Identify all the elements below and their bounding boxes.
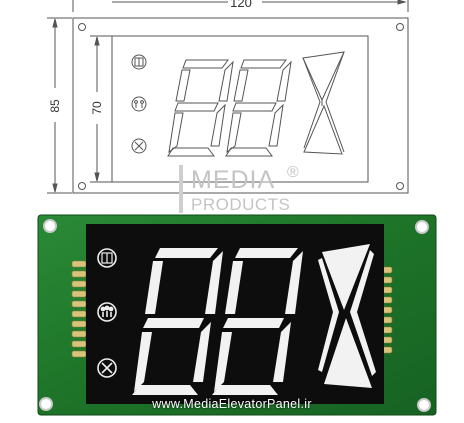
technical-drawing: 120 85 70 (47, 0, 409, 194)
dim-left-outer-label: 85 (48, 99, 62, 113)
website-url[interactable]: www.MediaElevatorPanel.ir (152, 397, 312, 411)
mounting-holes (78, 23, 404, 190)
watermark-registered: ® (287, 164, 299, 181)
dim-left-inner-label: 70 (90, 101, 104, 115)
drawing-digit-2 (225, 59, 292, 157)
elevator-icon (97, 248, 117, 268)
drawing-svg: 120 85 70 (47, 0, 409, 194)
left-dimension-outer (47, 17, 72, 194)
top-dimension (72, 0, 409, 12)
people-icon (97, 302, 117, 322)
display-digit-1 (132, 248, 223, 395)
watermark-divider (179, 165, 183, 213)
people-icon (131, 96, 147, 112)
watermark-brand-line2: PRODUCTS (191, 195, 291, 214)
pin-header-left (71, 260, 87, 358)
left-dimension-inner (90, 35, 112, 183)
display-digit-2 (212, 248, 303, 395)
pcb-mounting-holes (39, 219, 431, 412)
drawing-icons (131, 54, 147, 154)
display-arrow-symbol (318, 244, 376, 388)
board-photo: www.MediaElevatorPanel.ir (0, 212, 464, 423)
watermark-brand-line1: MEDIA (191, 166, 276, 194)
board-photo-svg (37, 214, 437, 416)
elevator-icon (131, 54, 147, 70)
drawing-arrow-symbol (302, 51, 345, 155)
drawing-digit-1 (167, 59, 234, 157)
board-outline (72, 17, 409, 194)
display-icons (97, 248, 117, 378)
watermark: MEDIA ® PRODUCTS (175, 163, 325, 218)
tools-icon (97, 358, 117, 378)
tools-icon (131, 138, 147, 154)
dim-top-label: 120 (230, 0, 252, 10)
display-outline (111, 35, 369, 183)
